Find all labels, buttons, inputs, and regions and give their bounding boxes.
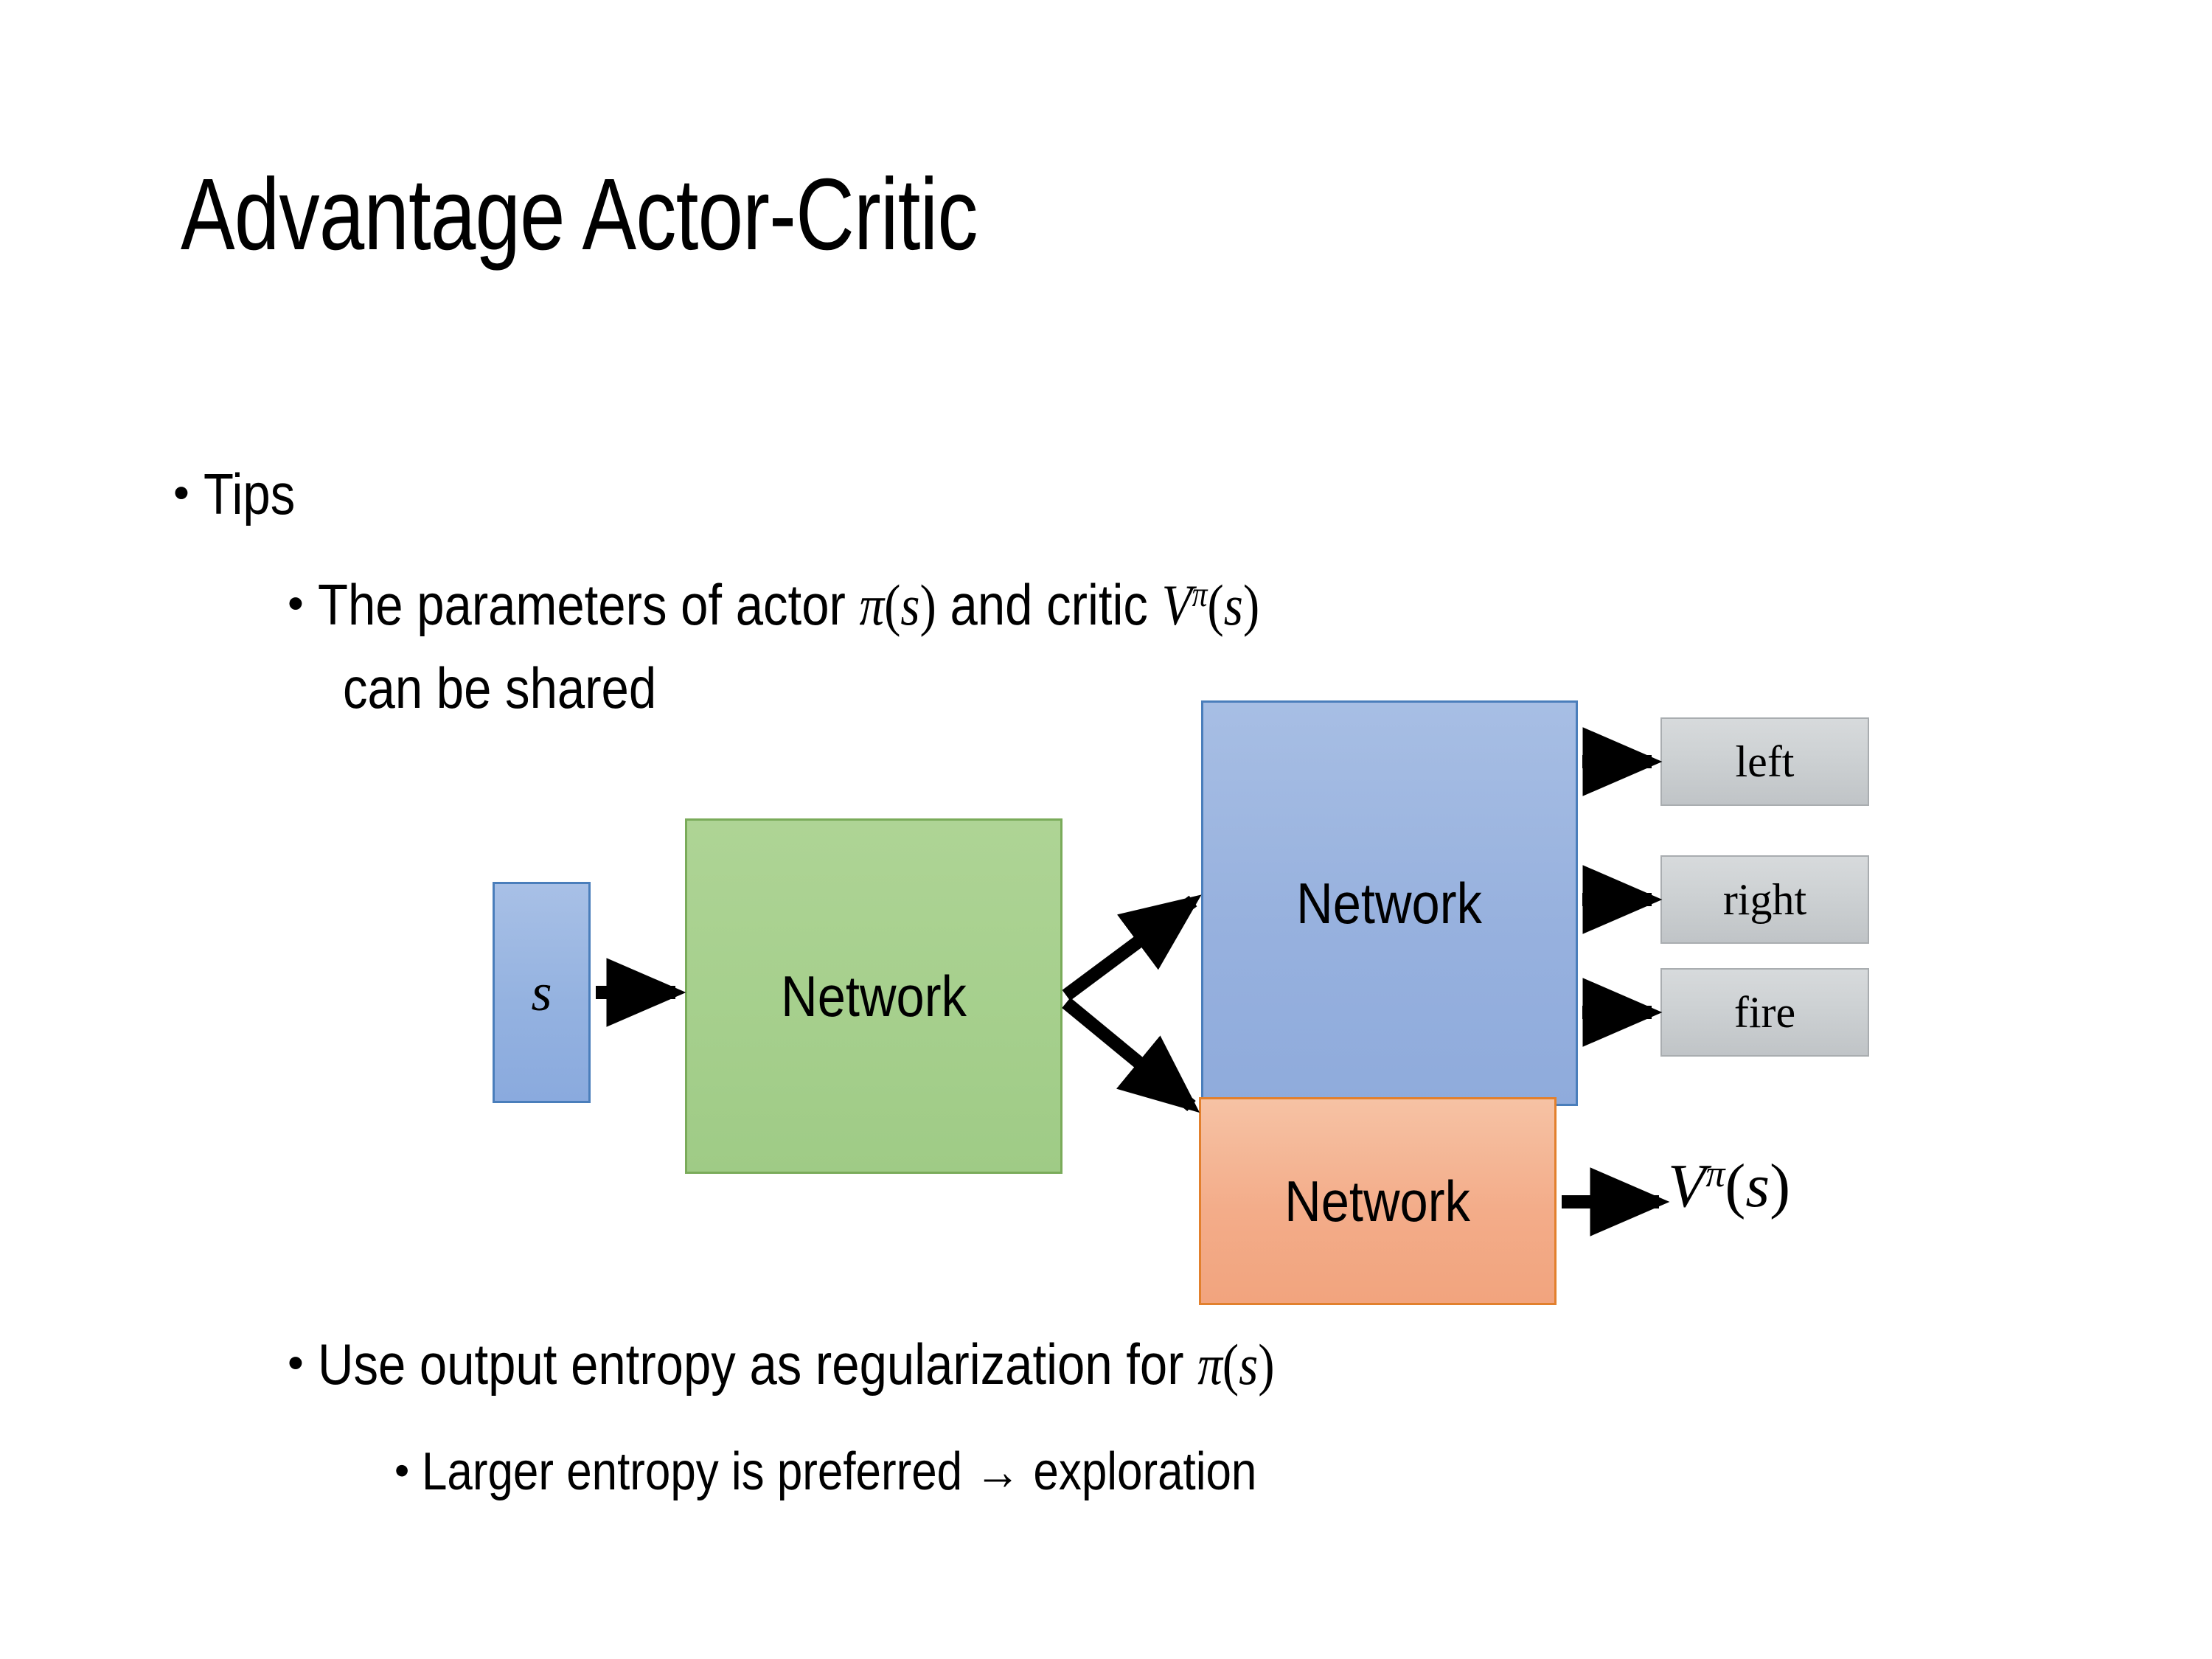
bullet-shared-parameters: • The parameters of actor π(s) and criti… (288, 571, 1413, 639)
params-text-before: The parameters of actor (317, 572, 860, 637)
diagram-output-right-label: right (1722, 874, 1807, 924)
diagram-node-actor-network[interactable]: Network (1201, 700, 1578, 1106)
math-pi-of-s: π(s) (859, 573, 936, 637)
bullet-marker-icon: • (288, 1338, 304, 1388)
bullet-tips: • Tips (173, 461, 310, 527)
arrow-shared-to-actor (1062, 894, 1202, 1001)
bullet-entropy-regularization: • Use output entropy as regularization f… (288, 1331, 1430, 1398)
diagram-node-state-label: s (531, 962, 552, 1022)
diagram-output-fire[interactable]: fire (1660, 968, 1869, 1057)
diagram-output-right[interactable]: right (1660, 855, 1869, 944)
bullet-shared-parameters-line2: can be shared (343, 655, 707, 721)
diagram-output-left-label: left (1735, 737, 1795, 786)
page-title: Advantage Actor-Critic (181, 158, 978, 271)
bullet-tips-label: Tips (203, 462, 295, 526)
diagram-node-state[interactable]: s (493, 882, 591, 1103)
math-pi-of-s: π(s) (1197, 1332, 1275, 1397)
params-text-middle: and critic (936, 572, 1162, 637)
diagram-node-shared-network-label: Network (781, 963, 967, 1029)
diagram-node-critic-network-label: Network (1284, 1168, 1471, 1234)
bullet-marker-icon: • (288, 578, 304, 629)
diagram-node-shared-network[interactable]: Network (685, 818, 1062, 1174)
diagram-output-fire-label: fire (1733, 987, 1796, 1037)
math-v-pi-of-s: Vπ(s) (1161, 573, 1259, 637)
params-text-line2: can be shared (343, 655, 657, 720)
arrow-shared-to-critic (1062, 998, 1200, 1113)
bullet-larger-entropy: • Larger entropy is preferred → explorat… (394, 1441, 1393, 1503)
bullet-marker-icon: • (173, 467, 189, 518)
diagram-node-actor-network-label: Network (1296, 870, 1483, 936)
bullet-larger-entropy-label: Larger entropy is preferred → exploratio… (422, 1442, 1257, 1501)
diagram-critic-output-label: Vπ(s) (1668, 1152, 1791, 1220)
diagram-node-critic-network[interactable]: Network (1199, 1097, 1557, 1305)
entropy-text-before: Use output entropy as regularization for (317, 1332, 1197, 1397)
diagram-output-left[interactable]: left (1660, 717, 1869, 806)
bullet-marker-icon: • (394, 1447, 410, 1495)
